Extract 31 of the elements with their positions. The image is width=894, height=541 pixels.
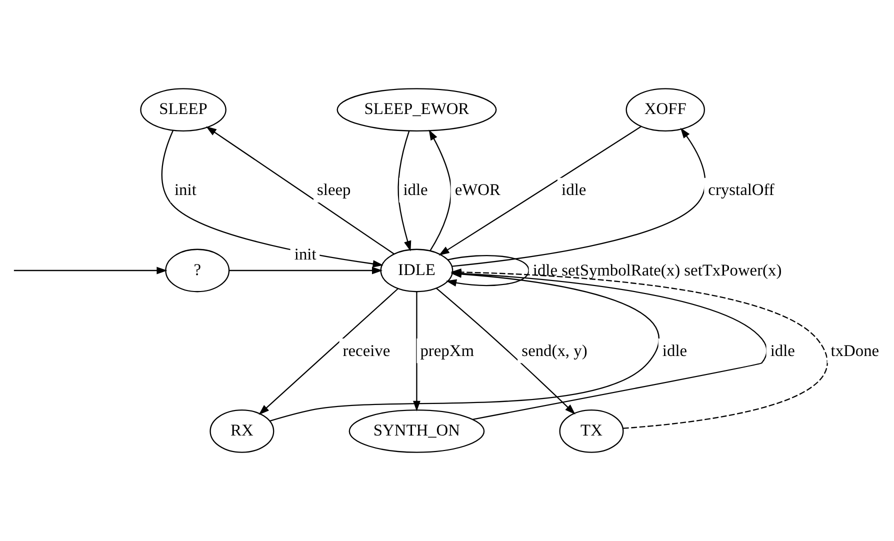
- node-ellipse: XOFF: [626, 88, 706, 132]
- node-ellipse: ?: [165, 248, 230, 292]
- edge-label: idle: [770, 340, 795, 360]
- edge-label: eWOR: [454, 180, 500, 200]
- arrow: [206, 126, 394, 254]
- edge-label: prepXm: [420, 340, 474, 360]
- node-ellipse: SYNTH_ON: [348, 410, 485, 453]
- edge-label: init: [294, 244, 316, 264]
- edge-label: idle: [562, 180, 586, 200]
- arrow: [229, 266, 383, 274]
- arrow: [14, 266, 168, 274]
- edge-label: idle setSymbolRate(x) setTxPower(x): [532, 260, 782, 280]
- arrow: [446, 254, 530, 287]
- arrow: [428, 130, 452, 252]
- edge-label: send(x, y): [522, 340, 588, 360]
- arrow: [258, 288, 398, 415]
- arrow: [438, 126, 642, 256]
- edge-label: idle: [403, 180, 428, 200]
- node-ellipse: RX: [210, 410, 274, 453]
- node-ellipse: SLEEP: [140, 88, 226, 132]
- node-ellipse: TX: [559, 410, 624, 453]
- node-ellipse: SLEEP_EWOR: [336, 88, 497, 132]
- node-ellipse: IDLE: [380, 248, 454, 292]
- edge-label: init: [174, 180, 196, 200]
- edge-label: crystalOff: [708, 180, 774, 200]
- edge-label: txDone: [830, 340, 880, 360]
- edge-label: receive: [342, 340, 390, 360]
- edge-label: sleep: [317, 180, 351, 200]
- edge-label: idle: [662, 340, 688, 360]
- arrow: [436, 288, 576, 414]
- arrow: [398, 130, 412, 252]
